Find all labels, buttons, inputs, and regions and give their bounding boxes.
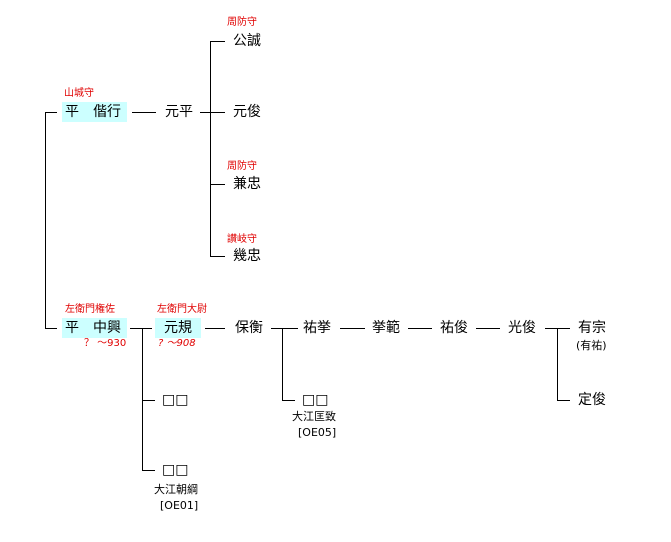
spouse-code[interactable]: [OE05] (298, 426, 337, 439)
person-dates: ? ～908 (158, 338, 196, 349)
person-title: 左衛門大尉 (157, 304, 207, 315)
person-title: 讃岐守 (227, 234, 257, 245)
person-kanetada[interactable]: 兼忠 (233, 176, 261, 192)
person-chikatada[interactable]: 幾忠 (233, 248, 261, 264)
person-yoshinori[interactable]: 挙範 (372, 320, 400, 336)
connector-line (200, 112, 225, 113)
connector-line (210, 41, 211, 257)
connector-line (142, 400, 155, 401)
connector-line (271, 328, 298, 329)
person-mototoshi[interactable]: 元俊 (233, 104, 261, 120)
connector-line (205, 328, 225, 329)
connector-line (282, 400, 295, 401)
person-dates: ？ ～930 (84, 338, 127, 349)
person-yasuhira[interactable]: 保衡 (235, 320, 263, 336)
connector-line (408, 328, 432, 329)
person-motonori[interactable]: 元規 (155, 318, 201, 338)
connector-line (45, 328, 57, 329)
connector-line (476, 328, 500, 329)
person-mitsutoshi[interactable]: 光俊 (508, 320, 536, 336)
person-korehira[interactable]: 平 偕行 (62, 102, 127, 122)
person-nakaoki[interactable]: 平 中興 (62, 318, 127, 338)
person-title: 左衛門権佐 (65, 304, 115, 315)
person-sukeyoshi[interactable]: 祐挙 (303, 320, 331, 336)
connector-line (210, 184, 225, 185)
person-suketoshi[interactable]: 祐俊 (440, 320, 468, 336)
connector-line (210, 41, 225, 42)
person-title: 周防守 (227, 17, 257, 28)
connector-line (142, 470, 155, 471)
connector-line (45, 112, 46, 329)
person-kimisane[interactable]: 公誠 (233, 33, 261, 49)
spouse-name: 大江朝綱 (154, 483, 198, 496)
spouse-name: 大江匡致 (292, 410, 336, 423)
person-unknown-3[interactable]: □□ (302, 392, 329, 408)
connector-line (130, 328, 152, 329)
connector-line (45, 112, 57, 113)
connector-line (557, 328, 558, 401)
spouse-code[interactable]: [OE01] (160, 499, 199, 512)
person-unknown-1[interactable]: □□ (162, 392, 189, 408)
person-alias: (有祐) (576, 339, 607, 352)
connector-line (132, 112, 156, 113)
connector-line (210, 256, 225, 257)
person-motohira[interactable]: 元平 (165, 104, 193, 120)
person-title: 山城守 (64, 88, 94, 99)
person-title: 周防守 (227, 161, 257, 172)
connector-line (340, 328, 365, 329)
connector-line (557, 400, 570, 401)
person-sadatoshi[interactable]: 定俊 (578, 392, 606, 408)
connector-line (282, 328, 283, 401)
person-unknown-2[interactable]: □□ (162, 462, 189, 478)
person-arinori[interactable]: 有宗 (578, 320, 606, 336)
connector-line (142, 328, 143, 471)
